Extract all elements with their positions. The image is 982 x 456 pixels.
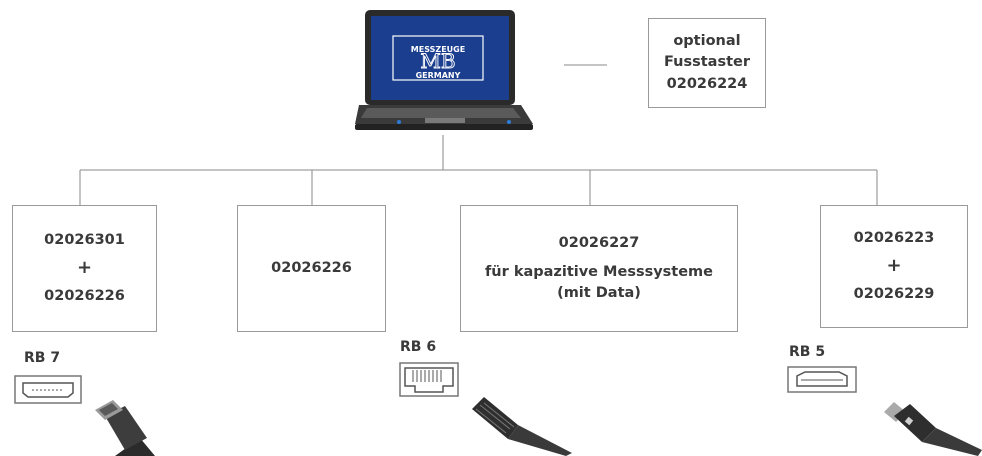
usb-port-icon xyxy=(787,366,857,393)
box4-line2: 02026229 xyxy=(853,285,935,302)
optional-line3: 02026224 xyxy=(666,75,748,92)
box3-line1: 02026227 xyxy=(558,234,640,251)
logo-mid-text: MB xyxy=(420,49,455,73)
plus-sign: + xyxy=(886,255,902,277)
optional-line2: Fusstaster xyxy=(663,54,751,71)
interface-box-rb7: 02026301 + 02026226 xyxy=(12,205,157,332)
usb-cable-icon xyxy=(884,402,982,456)
port-label-rb6: RB 6 xyxy=(400,339,437,355)
interface-box-rb6: 02026227 für kapazitive Messsysteme (mit… xyxy=(460,205,738,332)
logo-bottom-text: GERMANY xyxy=(416,71,461,80)
box2-line1: 02026226 xyxy=(271,259,352,276)
interface-box-rb5: 02026223 + 02026229 xyxy=(820,205,968,328)
rj45-port-icon xyxy=(399,362,459,397)
port-label-rb5: RB 5 xyxy=(789,344,826,360)
box1-line2: 02026226 xyxy=(44,287,125,304)
port-label-rb7: RB 7 xyxy=(24,350,61,366)
optional-footswitch-box: optional Fusstaster 02026224 xyxy=(648,18,766,108)
plus-sign: + xyxy=(76,257,93,279)
laptop-icon: MESSZEUGE MB GERMANY xyxy=(355,10,533,130)
box3-line2: für kapazitive Messsysteme xyxy=(484,263,713,280)
rj45-cable-icon xyxy=(472,397,572,456)
hdmi-port-icon xyxy=(14,375,82,404)
box3-line3: (mit Data) xyxy=(557,285,641,301)
logo-top-text: MESSZEUGE xyxy=(411,45,465,54)
interface-box-2: 02026226 xyxy=(237,205,386,332)
optional-line1: optional xyxy=(673,33,741,50)
hdmi-cable-icon xyxy=(95,400,155,456)
box4-line1: 02026223 xyxy=(853,230,935,247)
box1-line1: 02026301 xyxy=(44,232,125,249)
